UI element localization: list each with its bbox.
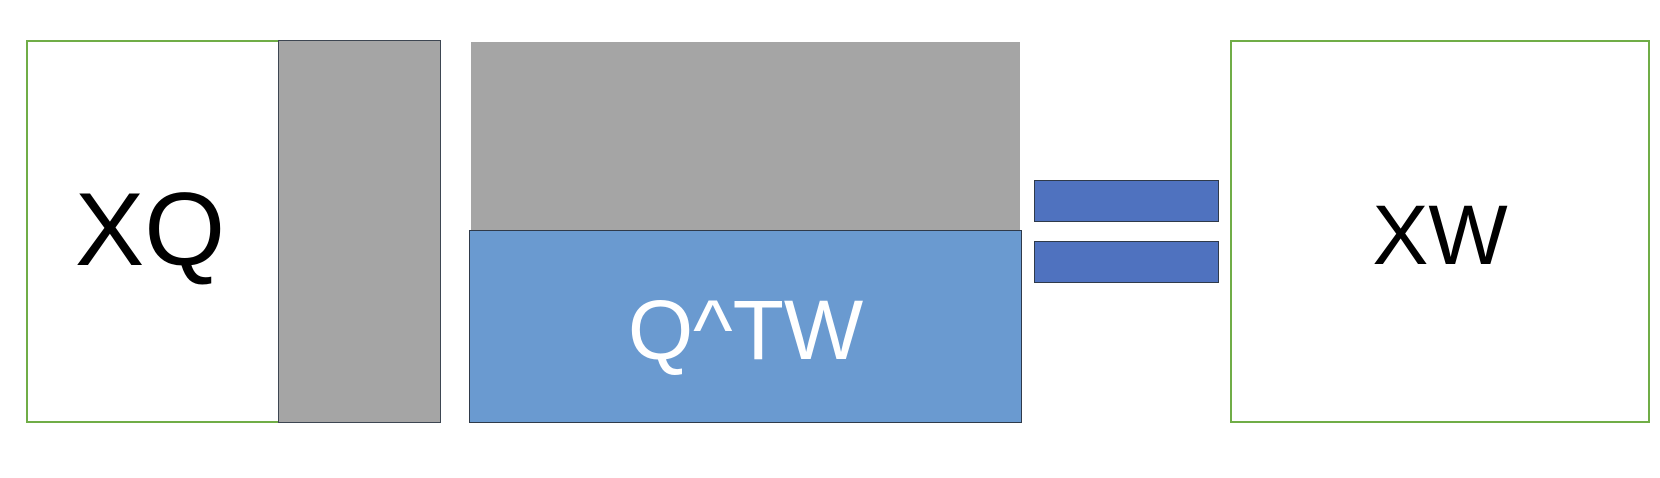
xw-label: XW (1372, 187, 1508, 282)
qtw-matrix-box (469, 230, 1022, 423)
xq-label: XQ (74, 171, 226, 288)
equals-sign-top-bar (1034, 180, 1219, 222)
xq-highlighted-columns (278, 40, 441, 423)
xw-matrix-box (1230, 40, 1650, 423)
projection-matrix-upper (471, 42, 1020, 232)
equals-sign-bottom-bar (1034, 241, 1219, 283)
qtw-label: Q^TW (627, 282, 864, 377)
